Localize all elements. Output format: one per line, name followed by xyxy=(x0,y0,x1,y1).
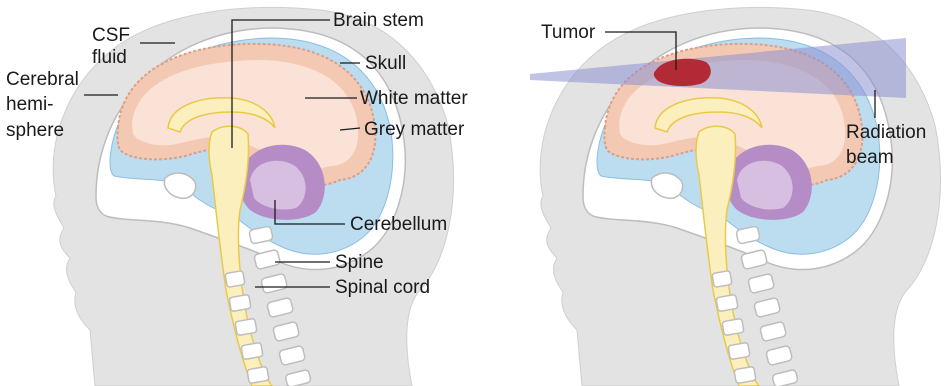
label-grey-matter: Grey matter xyxy=(364,119,465,140)
label-csf: CSF xyxy=(92,25,130,46)
label-tumor: Tumor xyxy=(541,22,596,43)
right-treatment-panel: Tumor Radiation beam xyxy=(530,7,940,386)
label-csf-fluid: fluid xyxy=(92,47,127,68)
label-hemi: hemi- xyxy=(6,94,54,115)
label-spinal-cord: Spinal cord xyxy=(335,277,430,298)
label-sphere: sphere xyxy=(6,120,64,141)
label-skull: Skull xyxy=(365,53,406,74)
label-beam: beam xyxy=(846,147,894,168)
label-white-matter: White matter xyxy=(360,88,468,109)
label-brain-stem: Brain stem xyxy=(333,10,424,31)
left-anatomy-panel: CSF fluid Cerebral hemi- sphere Brain st… xyxy=(6,7,468,386)
label-cerebellum: Cerebellum xyxy=(350,214,447,235)
label-spine: Spine xyxy=(335,252,384,273)
label-cerebral: Cerebral xyxy=(6,69,79,90)
label-radiation: Radiation xyxy=(846,122,926,143)
